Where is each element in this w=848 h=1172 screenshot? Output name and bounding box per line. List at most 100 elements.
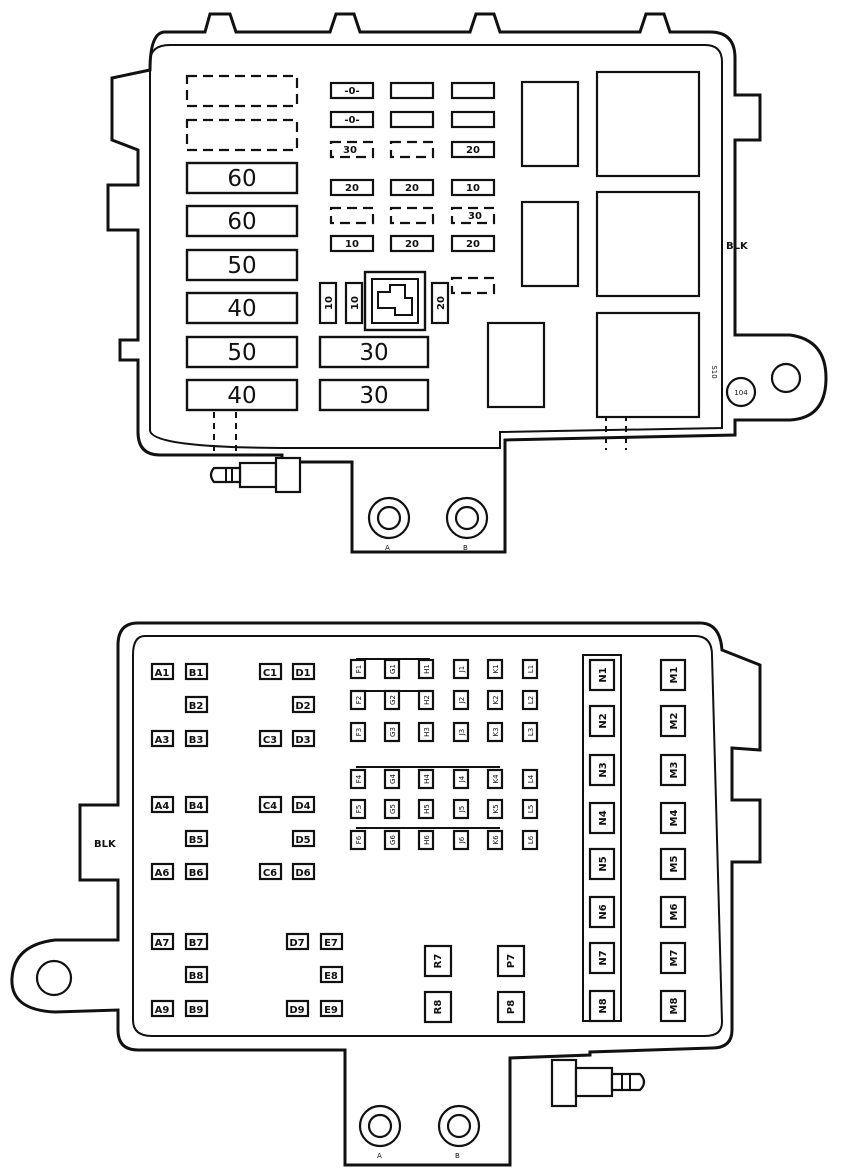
relay-n7-label: N7 — [598, 950, 609, 965]
vertical-fuse-2-value: 10 — [350, 296, 361, 310]
relay-m3: M3 — [659, 753, 687, 787]
relay-n5: N5 — [588, 847, 616, 881]
cavity-d3: D3 — [291, 729, 316, 748]
relay-n4: N4 — [588, 801, 616, 835]
maxi-fuse-3 — [185, 161, 299, 195]
mini-fuse-2 — [389, 81, 435, 100]
cavity-h6: H6 — [417, 829, 435, 851]
cavity-a7: A7 — [150, 932, 175, 951]
relay-m8: M8 — [659, 989, 687, 1023]
svg-text:D3: D3 — [295, 735, 310, 746]
cavity-b1: B1 — [184, 662, 209, 681]
relay-n1-label: N1 — [598, 667, 609, 682]
bottom-terminal-a-inner — [367, 1113, 393, 1139]
maxi-fuse-3-value: 60 — [227, 166, 256, 192]
maxi-fuse-4 — [185, 204, 299, 238]
mini-fuse-15-value: 30 — [468, 211, 482, 222]
cavity-g4-label: G4 — [389, 774, 397, 784]
cavity-f6-label: F6 — [355, 835, 363, 844]
cavity-l1: L1 — [521, 658, 539, 680]
mini-fuse-5 — [389, 110, 435, 129]
cavity-g2: G2 — [383, 689, 401, 711]
relay-n7: N7 — [588, 941, 616, 975]
cavity-d5: D5 — [291, 829, 316, 848]
svg-text:C3: C3 — [263, 735, 277, 746]
svg-text:A1: A1 — [155, 668, 170, 679]
cavity-l6-label: L6 — [527, 835, 535, 844]
top-fuse-panel: A B 60 60 50 40 50 — [106, 12, 828, 554]
svg-text:D6: D6 — [295, 868, 310, 879]
cavity-j4: J4 — [452, 768, 470, 790]
top-terminal-b-label: B — [463, 544, 468, 552]
cavity-j2: J2 — [452, 689, 470, 711]
maxi-fuse-7 — [185, 335, 299, 369]
relay-r8: R8 — [423, 990, 453, 1024]
relay-m4: M4 — [659, 801, 687, 835]
svg-text:B9: B9 — [189, 1005, 204, 1016]
mini-fuse-12 — [450, 178, 496, 197]
cavity-h4-label: H4 — [423, 774, 431, 784]
connector-104-circle — [725, 376, 757, 408]
bottom-mount-hole — [35, 959, 73, 997]
cavity-k1-label: K1 — [492, 664, 500, 673]
svg-text:P8: P8 — [506, 1000, 517, 1014]
top-stud-bolt — [209, 456, 302, 494]
svg-text:D1: D1 — [295, 668, 310, 679]
cavity-h4: H4 — [417, 768, 435, 790]
relay-m1: M1 — [659, 658, 687, 692]
cavity-k5: K5 — [486, 798, 504, 820]
bottom-stud-bolt — [550, 1058, 646, 1108]
cavity-b3: B3 — [184, 729, 209, 748]
cavity-d6: D6 — [291, 862, 316, 881]
cavity-g3-label: G3 — [389, 727, 397, 737]
maxi-fuse-6-value: 40 — [227, 296, 256, 322]
svg-text:B5: B5 — [189, 835, 204, 846]
cavity-f4-label: F4 — [355, 774, 363, 783]
cavity-k2: K2 — [486, 689, 504, 711]
cavity-j1-label: J1 — [458, 666, 466, 674]
cavity-k1: K1 — [486, 658, 504, 680]
cavity-e8: E8 — [319, 965, 344, 984]
svg-text:C6: C6 — [263, 868, 277, 879]
relay-m6: M6 — [659, 895, 687, 929]
cavity-a9: A9 — [150, 999, 175, 1018]
mini-fuse-17 — [389, 234, 435, 253]
cavity-j2-label: J2 — [458, 697, 466, 705]
cavity-l3: L3 — [521, 721, 539, 743]
large-fuse-2-value: 30 — [359, 383, 388, 409]
cavity-j5-label: J5 — [458, 806, 466, 814]
cavity-g5: G5 — [383, 798, 401, 820]
svg-text:B8: B8 — [189, 971, 204, 982]
relay-p8: P8 — [496, 990, 526, 1024]
relay-m5-label: M5 — [669, 856, 680, 873]
svg-text:D9: D9 — [289, 1005, 304, 1016]
mini-fuse-4 — [329, 110, 375, 129]
cavity-f5: F5 — [349, 798, 367, 820]
cavity-j4-label: J4 — [458, 775, 466, 783]
cavity-k6: K6 — [486, 829, 504, 851]
cavity-b6: B6 — [184, 862, 209, 881]
bottom-fuse-panel: A B BLK A1 B1 C1 D1 B2 D2 A3 B3 C3 D3 A4… — [10, 621, 762, 1167]
relay-m7: M7 — [659, 941, 687, 975]
relay-m4-label: M4 — [669, 810, 680, 827]
cavity-j3-label: J3 — [458, 729, 466, 737]
connector-104-label: 104 — [734, 389, 748, 397]
mini-fuse-14 — [389, 206, 435, 225]
top-terminal-a-inner — [376, 505, 402, 531]
cavity-f1-label: F1 — [355, 665, 363, 673]
cavity-h6-label: H6 — [423, 835, 431, 845]
cavity-d9: D9 — [285, 999, 310, 1018]
cavity-d2: D2 — [291, 695, 316, 714]
cavity-l2: L2 — [521, 689, 539, 711]
mini-fuse-13 — [329, 206, 375, 225]
top-small-label: S10 — [710, 365, 718, 378]
cavity-h2-label: H2 — [423, 695, 431, 705]
mini-fuse-4-value: -0- — [344, 115, 359, 126]
svg-text:E9: E9 — [324, 1005, 338, 1016]
relay-r7: R7 — [423, 944, 453, 978]
bottom-blk-label: BLK — [94, 839, 117, 850]
relay-n2: N2 — [588, 704, 616, 738]
cavity-c6: C6 — [258, 862, 283, 881]
cavity-g1: G1 — [383, 658, 401, 680]
circuit-breaker-outer — [363, 270, 427, 332]
